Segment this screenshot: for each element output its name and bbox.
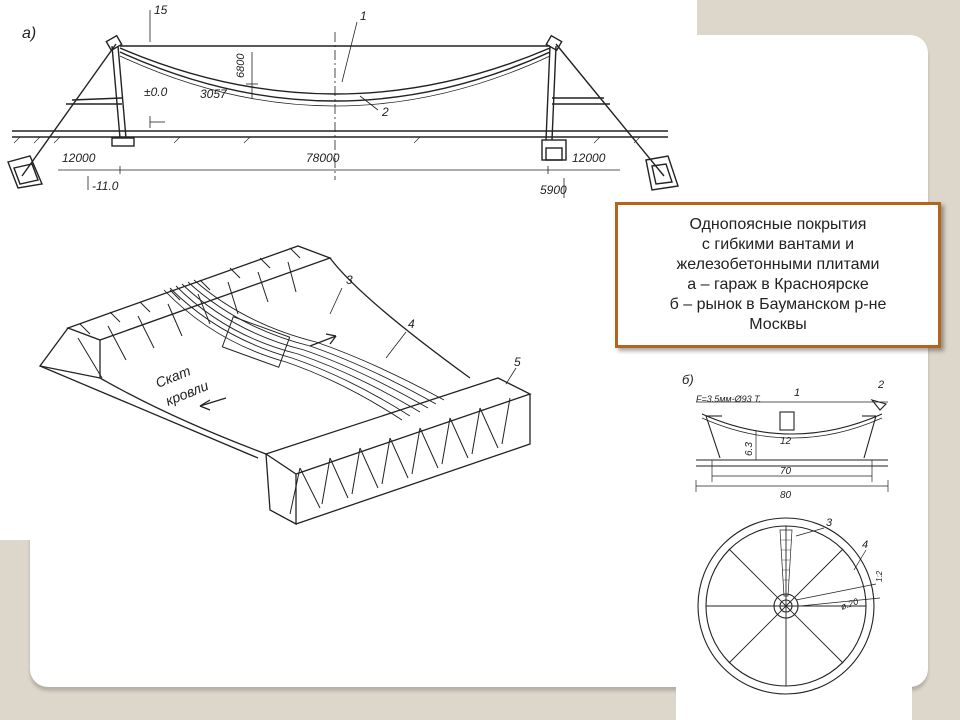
drawing-a-label: а) — [22, 25, 36, 42]
dim-b-angle-label: ø.20 — [839, 596, 859, 612]
drawing-a-section: а) 15 1 2 6800 3057 ±0.0 12000 78000 120… — [7, 3, 679, 198]
dim-b-cable: F=3.5мм-Ø93 Т. — [696, 394, 761, 404]
callout-4: 4 — [408, 317, 415, 331]
caption-line-4: а – гараж в Красноярске — [687, 276, 869, 293]
callout-b-2: 2 — [877, 379, 884, 391]
callout-5: 5 — [514, 355, 521, 369]
dim-right-span: 12000 — [572, 151, 606, 165]
dim-b-height: 6.3 — [744, 442, 755, 456]
caption-line-1: Однопоясные покрытия — [689, 216, 867, 233]
callout-b-3: 3 — [826, 517, 833, 529]
callout-15: 15 — [154, 3, 168, 17]
dim-depth: -11.0 — [92, 179, 119, 193]
caption-box: Однопоясные покрытия с гибкими вантами и… — [615, 202, 941, 348]
callout-b-1: 1 — [794, 387, 800, 399]
callout-1: 1 — [360, 9, 367, 23]
dim-b-angle-small: 1:2 — [875, 570, 884, 582]
drawing-isometric-roof: 3 4 5 Скат кровли — [38, 245, 532, 526]
dim-b-outer-span: 80 — [780, 490, 792, 501]
callout-2: 2 — [381, 105, 389, 119]
caption-line-6: Москвы — [749, 316, 807, 333]
dim-main-span: 78000 — [306, 151, 340, 165]
dim-left-span: 12000 — [62, 151, 96, 165]
dim-foundation: 5900 — [540, 183, 567, 197]
caption-line-5: б – рынок в Бауманском р-не — [669, 296, 887, 313]
dim-level-zero: ±0.0 — [144, 85, 168, 99]
caption-line-3: железобетонными плитами — [676, 256, 880, 273]
callout-b-4: 4 — [862, 539, 868, 551]
dim-b-post: 12 — [780, 436, 792, 447]
left-strip — [0, 200, 32, 540]
top-overlay — [0, 0, 697, 210]
caption-text: Однопоясные покрытия с гибкими вантами и… — [670, 215, 887, 335]
caption-line-2: с гибкими вантами и — [701, 236, 855, 253]
dim-offset: 3057 — [200, 87, 228, 101]
callout-3: 3 — [346, 273, 353, 287]
drawing-b-label: б) — [682, 372, 694, 387]
dim-b-inner-span: 70 — [780, 466, 792, 477]
dim-sag: 6800 — [235, 53, 247, 78]
drawing-b-market: б) 1 2 3 4 F=3.5мм-Ø93 Т. 6.3 12 70 80 1… — [682, 372, 889, 695]
